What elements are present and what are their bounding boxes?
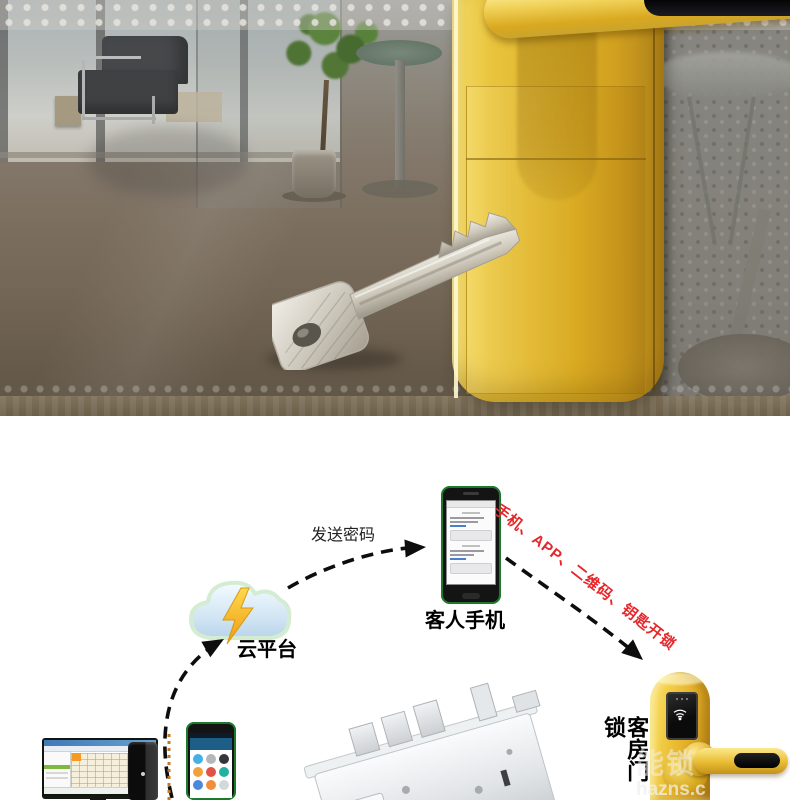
potted-plant (320, 79, 329, 157)
card-encoder-graphic (128, 742, 158, 800)
sofa-frame (82, 117, 156, 120)
handle-black-insert (734, 753, 780, 768)
bar-stool (356, 40, 442, 66)
app-icon (206, 754, 216, 764)
phone-screen-app (190, 733, 232, 798)
gold-lock-edge (653, 0, 655, 390)
phone-home-button (462, 593, 480, 599)
app-icon (193, 754, 203, 764)
side-table (55, 96, 81, 126)
window-sill (0, 152, 340, 158)
sofa-frame (82, 56, 141, 99)
software-statusbar (44, 787, 156, 794)
cloud-platform-graphic (183, 560, 295, 650)
app-icon (193, 780, 203, 790)
app-icon-grid (190, 750, 232, 790)
room-door-lock-graphic (642, 656, 790, 800)
app-icon (206, 780, 216, 790)
gold-lock-body (452, 0, 664, 402)
gold-lock-edge (454, 0, 458, 398)
software-sidebar (44, 752, 71, 788)
photo-section (0, 0, 790, 416)
bar-stool-base (678, 334, 790, 402)
window-frame (0, 0, 8, 162)
app-icon (219, 767, 229, 777)
sofa (102, 36, 188, 84)
lightning-icon (222, 587, 254, 645)
phone-speaker (463, 492, 479, 495)
potted-plant (278, 4, 382, 86)
gold-lock-black-panel (644, 0, 790, 16)
guest-phone-graphic (441, 486, 501, 604)
sms-message (450, 545, 492, 574)
gold-lock-photo (452, 0, 790, 402)
cloud-platform-label: 云平台 (237, 639, 297, 661)
rfid-wave-icon (673, 709, 687, 721)
send-password-label: 发送密码 (311, 527, 376, 544)
software-toolbar (44, 746, 156, 752)
bar-stool (362, 180, 438, 198)
wall-skirting (0, 396, 790, 416)
glass-partition (196, 0, 342, 208)
app-phone-graphic (186, 722, 236, 800)
potted-plant (282, 190, 346, 202)
rfid-panel (666, 692, 698, 740)
patterned-pillar (662, 0, 790, 416)
phone-screen-sms (446, 500, 496, 585)
potted-plant (292, 150, 336, 198)
app-icon (206, 767, 216, 777)
room-door-lock-label: 客房门锁 (602, 716, 649, 782)
door-lock-highlight (654, 673, 706, 685)
gold-lock-seam (466, 158, 646, 160)
monitor-stand (90, 795, 106, 800)
window-frame (96, 0, 105, 162)
lobby-windows (0, 0, 340, 162)
sofa-frame (82, 60, 85, 120)
sofa-shadow (88, 126, 248, 196)
encoder-logo (141, 772, 145, 776)
bar-stool-leg (687, 96, 717, 246)
indicator-dots (676, 698, 688, 700)
bar-stool-leg (729, 208, 771, 342)
sms-message (450, 512, 492, 541)
software-titlebar (44, 740, 156, 746)
app-icon (193, 767, 203, 777)
app-icon (219, 780, 229, 790)
sofa (78, 70, 178, 114)
gold-lock-handle-recess (517, 24, 597, 200)
app-header (190, 738, 232, 750)
guest-phone-label: 客人手机 (425, 610, 505, 632)
bar-stool-blurred (652, 52, 790, 98)
mortise-lock-icon (303, 682, 558, 800)
mortise-lock-graphic (302, 682, 562, 800)
metal-key-icon (272, 212, 521, 370)
bar-stool-leg (728, 96, 756, 246)
cloud-icon (189, 580, 292, 645)
sofa-frame (152, 96, 155, 124)
phone-statusbar (447, 501, 495, 508)
app-icon (219, 754, 229, 764)
lace-curtain-band (0, 382, 790, 397)
window-frame (240, 0, 248, 162)
lobby-cabinet (166, 92, 222, 122)
room-grid-highlight (72, 753, 81, 761)
bar-stool (395, 60, 405, 188)
